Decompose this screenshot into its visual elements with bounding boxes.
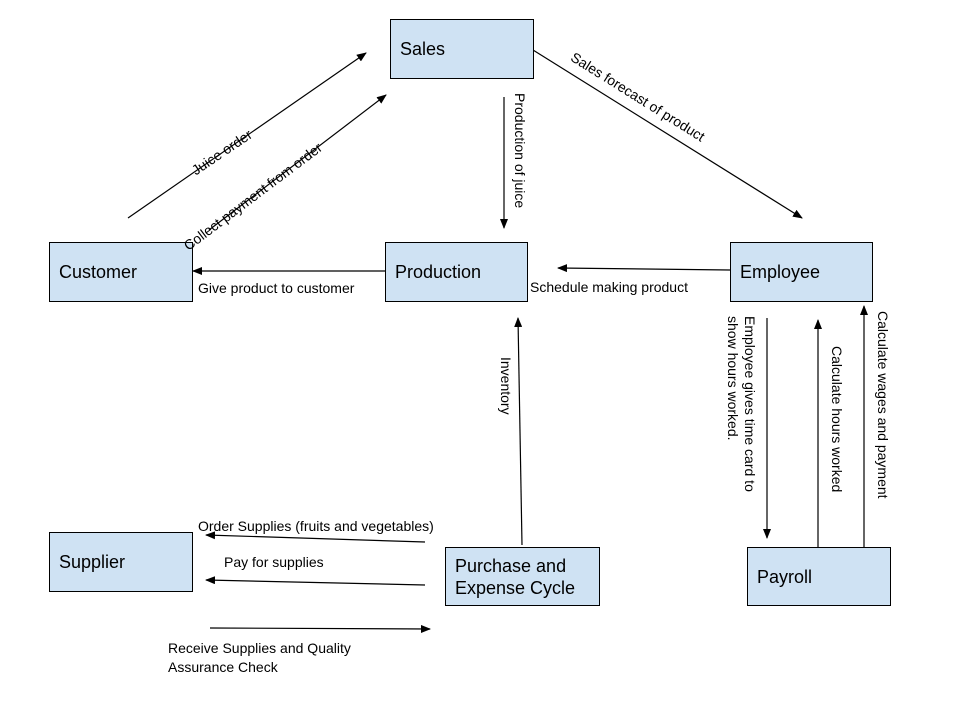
arrow-juice-order xyxy=(127,52,367,219)
label-time-card-line2: show hours worked. xyxy=(725,316,741,441)
node-employee: Employee xyxy=(730,242,873,302)
arrow-inventory xyxy=(514,317,523,546)
label-time-card: Employee gives time card to show hours w… xyxy=(724,316,758,492)
label-calc-wages: Calculate wages and payment xyxy=(875,311,891,499)
label-calc-hours: Calculate hours worked xyxy=(829,346,845,493)
label-production-of-juice: Production of juice xyxy=(512,93,528,209)
node-purchase-expense: Purchase and Expense Cycle xyxy=(445,547,600,606)
label-schedule-making: Schedule making product xyxy=(530,279,688,295)
label-give-product: Give product to customer xyxy=(198,280,355,296)
label-receive-line2: Assurance Check xyxy=(168,659,278,675)
arrow-receive-supplies xyxy=(209,624,431,633)
arrow-schedule-making xyxy=(557,264,731,273)
label-receive-supplies: Receive Supplies and Quality Assurance C… xyxy=(168,639,351,677)
arrow-pay-supplies xyxy=(205,576,426,586)
node-sales: Sales xyxy=(390,19,534,79)
node-supplier: Supplier xyxy=(49,532,193,592)
label-inventory: Inventory xyxy=(498,357,514,415)
label-time-card-line1: Employee gives time card to xyxy=(742,316,758,492)
arrow-sales-forecast xyxy=(532,49,803,219)
node-payroll: Payroll xyxy=(747,547,891,606)
arrow-order-supplies xyxy=(205,531,426,543)
label-pay-supplies: Pay for supplies xyxy=(224,554,324,570)
label-order-supplies: Order Supplies (fruits and vegetables) xyxy=(198,518,434,534)
node-production: Production xyxy=(385,242,528,302)
node-customer: Customer xyxy=(49,242,193,302)
arrow-collect-payment xyxy=(208,94,387,231)
label-receive-line1: Receive Supplies and Quality xyxy=(168,640,351,656)
